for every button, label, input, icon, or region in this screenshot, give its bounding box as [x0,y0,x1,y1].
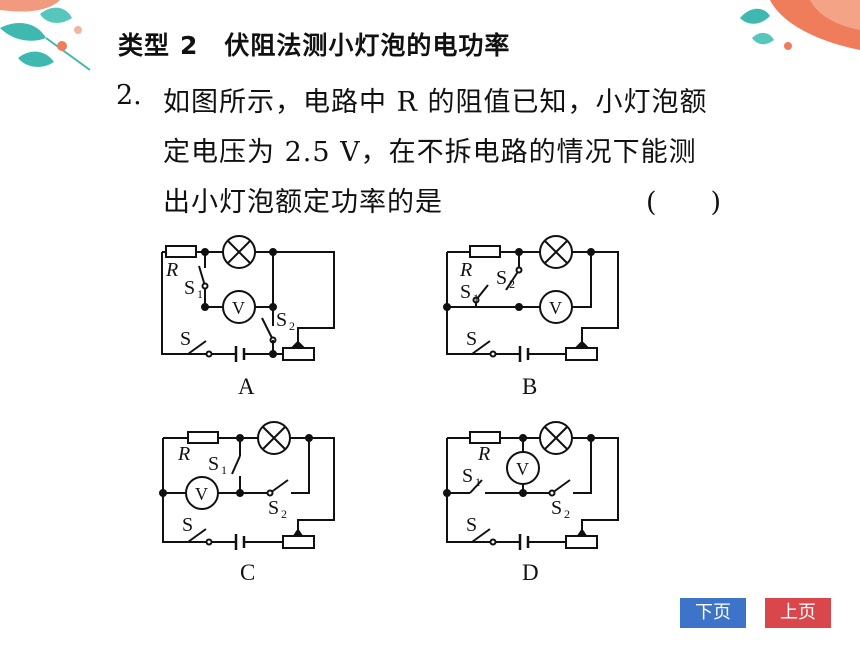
question-line-1: 如图所示，电路中 R 的阻值已知，小灯泡额 [163,87,708,118]
label-d-r: R [477,443,490,465]
circuit-c [159,421,335,550]
label-a-r: R [165,259,178,281]
label-c-s: S [182,514,193,536]
circuit-b [443,235,619,362]
leaf-decoration-top-right [740,0,860,50]
heading-prefix: 类型 [118,31,171,60]
label-d-s2: S [551,497,562,519]
label-b-r: R [459,259,472,281]
next-page-button[interactable]: 下页 [680,598,746,628]
question-line-3: 出小灯泡额定功率的是 [163,187,443,218]
label-c-s1: S [208,453,219,475]
label-a: A [238,374,255,399]
leaf-decoration-top-left [0,0,91,71]
label-c-r: R [177,443,190,465]
label-d-v: V [516,459,529,479]
label-b: B [522,374,537,399]
label-d-s1: S [462,465,473,487]
label-d-s: S [466,514,477,536]
circuit-d [443,421,619,550]
label-a-s2-sub: 2 [289,319,295,333]
label-d-s2-sub: 2 [564,507,570,521]
label-a-s: S [180,328,191,350]
label-c-s1-sub: 1 [221,463,227,477]
label-a-s1-sub: 1 [197,287,203,301]
label-c-s2: S [268,497,279,519]
label-c-s2-sub: 2 [281,507,287,521]
label-d-s1-sub: 1 [475,475,481,489]
previous-page-button[interactable]: 上页 [765,598,831,628]
label-b-s2: S [496,267,507,289]
label-b-s1-sub: 1 [473,291,479,305]
label-b-v: V [549,298,562,318]
heading-title: 伏阻法测小灯泡的电功率 [224,31,511,60]
circuit-a [161,235,335,362]
label-c-v: V [195,484,208,504]
label-b-s: S [466,328,477,350]
label-a-s2: S [276,309,287,331]
label-c: C [240,560,255,585]
label-b-s2-sub: 2 [509,277,515,291]
section-heading: 类型 2 伏阻法测小灯泡的电功率 [118,26,510,62]
label-d: D [522,560,539,585]
question-line-2: 定电压为 2.5 V，在不拆电路的情况下能测 [163,137,697,168]
question-number: 2. [116,80,142,111]
label-a-v: V [232,298,245,318]
heading-number: 2 [180,31,199,60]
label-b-s1: S [460,281,471,303]
label-a-s1: S [184,277,195,299]
answer-bracket: ( ) [646,187,722,218]
